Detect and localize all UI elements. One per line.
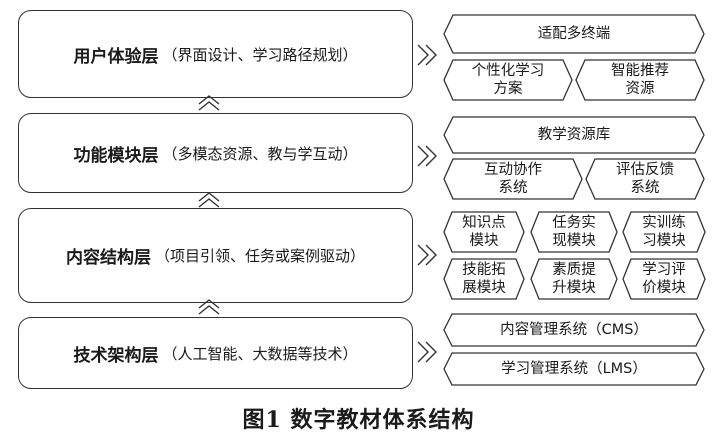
module-label: 互动协作 系统	[484, 162, 542, 196]
module-label: 学习管理系统（LMS）	[501, 361, 647, 377]
module-hexagon	[443, 116, 705, 154]
right-chevron-icon	[417, 244, 437, 266]
module-label: 适配多终端	[537, 26, 611, 42]
layer-name: 技术架构层	[73, 345, 159, 366]
layer-name: 功能模块层	[73, 145, 159, 166]
layer-description: （项目引领、任务或案例驱动）	[154, 247, 365, 265]
module-hexagon	[585, 158, 705, 200]
layer-description: （多模态资源、教与学互动）	[162, 144, 358, 163]
module-label: 实训练 习模块	[642, 215, 686, 249]
module-label: 知识点 模块	[462, 215, 506, 249]
module-label: 素质提 升模块	[552, 262, 596, 296]
module-label: 个性化学习 方案	[471, 63, 545, 97]
module-label: 智能推荐 资源	[611, 63, 669, 97]
module-label: 评估反馈 系统	[616, 162, 674, 196]
layer-tech-architecture: 技术架构层 （人工智能、大数据等技术）	[18, 317, 413, 389]
layer-name: 用户体验层	[73, 46, 159, 67]
module-hexagon	[530, 258, 618, 300]
right-chevron-icon	[417, 145, 437, 167]
layer-content-structure: 内容结构层 （项目引领、任务或案例驱动）	[18, 208, 413, 303]
right-chevron-icon	[417, 44, 437, 66]
module-label: 技能拓 展模块	[462, 262, 506, 296]
module-hexagon	[622, 211, 706, 253]
module-hexagon	[443, 14, 705, 54]
module-hexagon	[622, 258, 706, 300]
layer-function-modules: 功能模块层 （多模态资源、教与学互动）	[18, 113, 413, 193]
up-chevron-icon	[198, 95, 220, 111]
module-label: 任务实 现模块	[552, 215, 596, 249]
up-chevron-icon	[198, 192, 220, 208]
layer-name: 内容结构层	[65, 248, 151, 268]
module-label: 学习评 价模块	[642, 262, 686, 296]
module-label: 内容管理系统（CMS）	[500, 322, 648, 338]
module-hexagon	[443, 258, 525, 300]
up-chevron-icon	[198, 299, 220, 315]
layer-user-experience: 用户体验层 （界面设计、学习路径规划）	[18, 10, 413, 98]
layer-description: （人工智能、大数据等技术）	[162, 344, 358, 363]
module-hexagon	[443, 59, 573, 101]
module-hexagon	[443, 211, 525, 253]
module-label: 教学资源库	[537, 127, 611, 143]
module-hexagon	[530, 211, 618, 253]
module-hexagon	[443, 313, 705, 347]
layer-description: （界面设计、学习路径规划）	[162, 45, 358, 64]
figure-caption: 图1 数字教材体系结构	[242, 407, 475, 433]
module-hexagon	[575, 59, 705, 101]
module-hexagon	[443, 352, 705, 386]
right-chevron-icon	[417, 341, 437, 363]
module-hexagon	[443, 158, 583, 200]
